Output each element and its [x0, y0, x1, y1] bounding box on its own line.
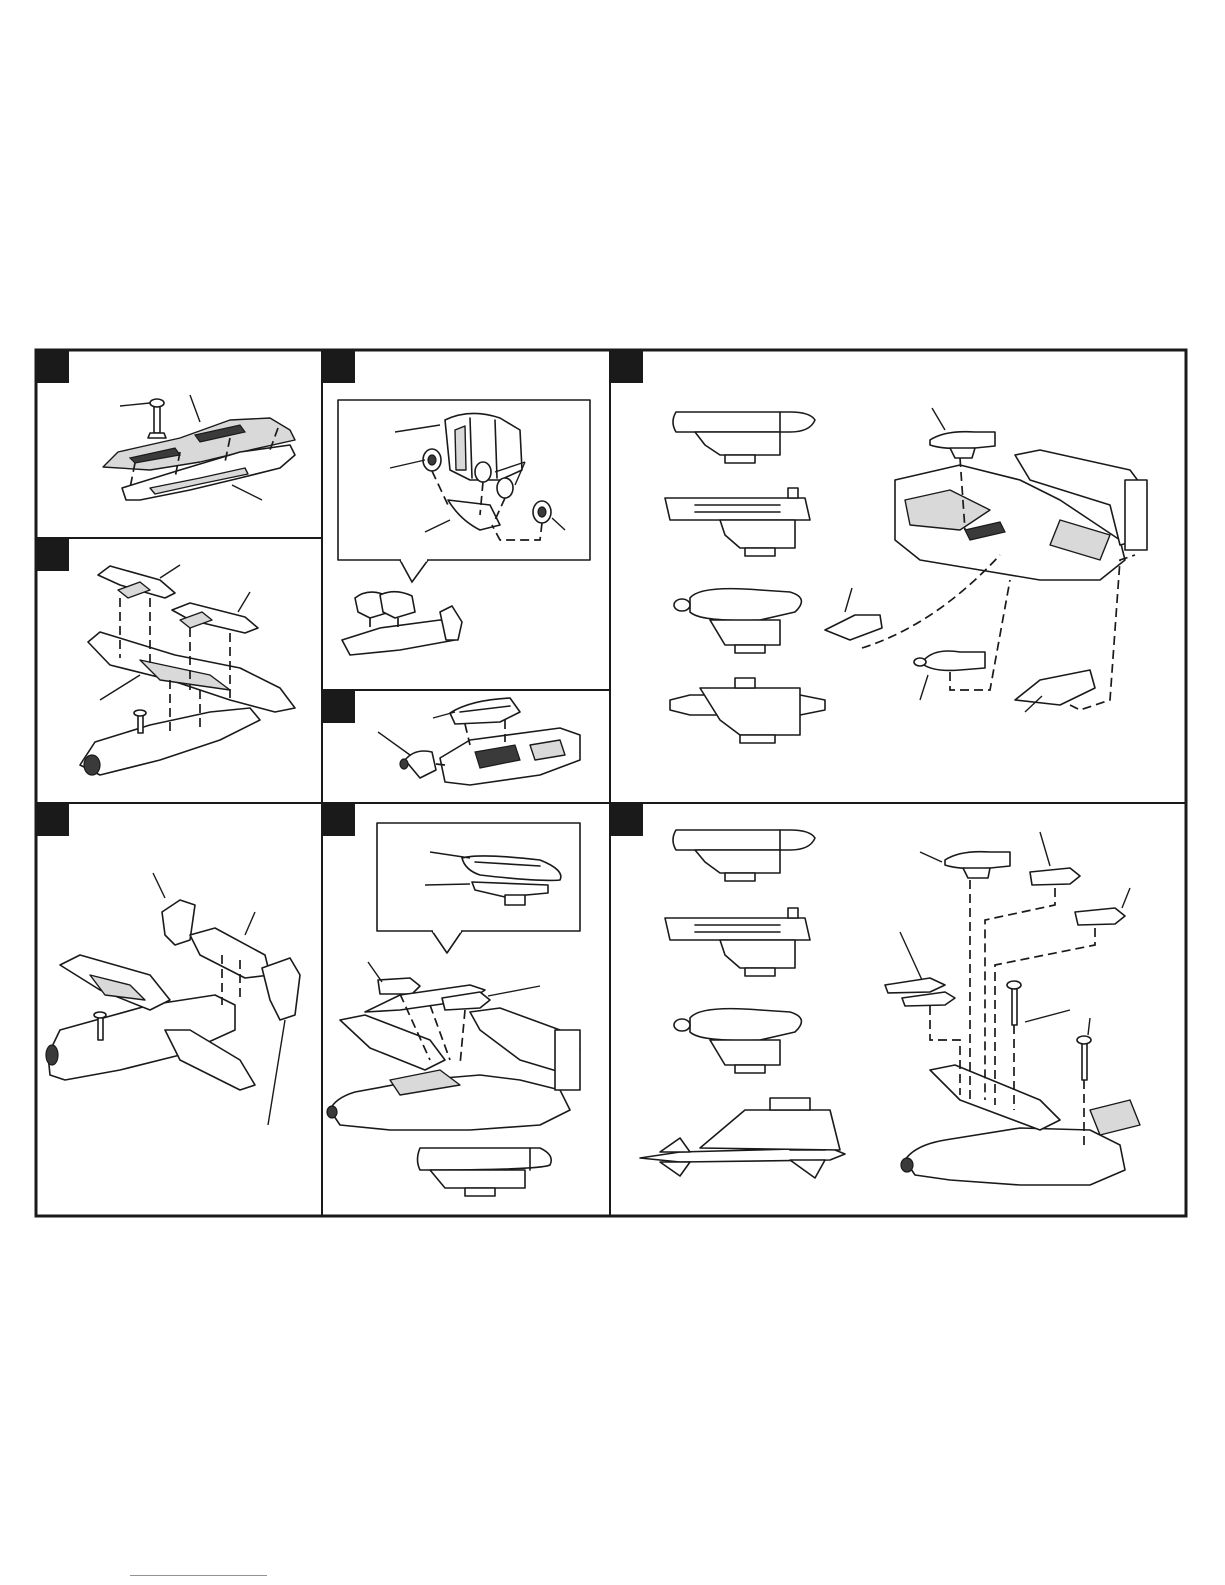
leader-line: [245, 912, 255, 935]
leader-line: [845, 588, 852, 612]
panel-tail-fins: [46, 873, 300, 1125]
panel-wings-install: [80, 565, 295, 775]
step-number-tab-5: [611, 351, 643, 383]
leader-line: [932, 408, 945, 430]
step-number-tab-3: [323, 351, 355, 383]
leader-line: [1025, 1010, 1070, 1022]
leader-line: [120, 403, 150, 406]
leader-line: [368, 962, 382, 982]
step-number-tab-7: [323, 804, 355, 836]
leader-line: [100, 675, 140, 700]
leader-line: [425, 884, 470, 885]
step-number-tab-4: [323, 691, 355, 723]
leader-line: [488, 986, 540, 996]
panel-engine-pods: [338, 400, 590, 655]
panel-fuselage-halves: [103, 395, 295, 500]
page-edge-rule: [130, 1575, 267, 1576]
leader-line: [232, 485, 262, 500]
leader-line: [378, 732, 410, 755]
leader-line: [190, 395, 200, 422]
step-number-tab-1: [37, 351, 69, 383]
panel-long-tank: [327, 823, 580, 1196]
leader-line: [153, 873, 165, 898]
step-number-tab-8: [611, 804, 643, 836]
panel-ordnance-wing: [640, 830, 1140, 1185]
leader-line: [920, 852, 942, 862]
leader-line: [1122, 888, 1130, 908]
panel-canopy: [378, 698, 580, 785]
leader-line: [900, 932, 922, 980]
leader-line: [920, 675, 928, 700]
leader-line: [1040, 832, 1050, 866]
panel-ordnance-center: [665, 408, 1147, 743]
leader-line: [268, 1020, 285, 1125]
leader-line: [238, 592, 250, 612]
step-number-tab-6: [37, 804, 69, 836]
leader-line: [1088, 1018, 1090, 1035]
step-number-tab-2: [37, 539, 69, 571]
leader-line: [160, 565, 180, 578]
